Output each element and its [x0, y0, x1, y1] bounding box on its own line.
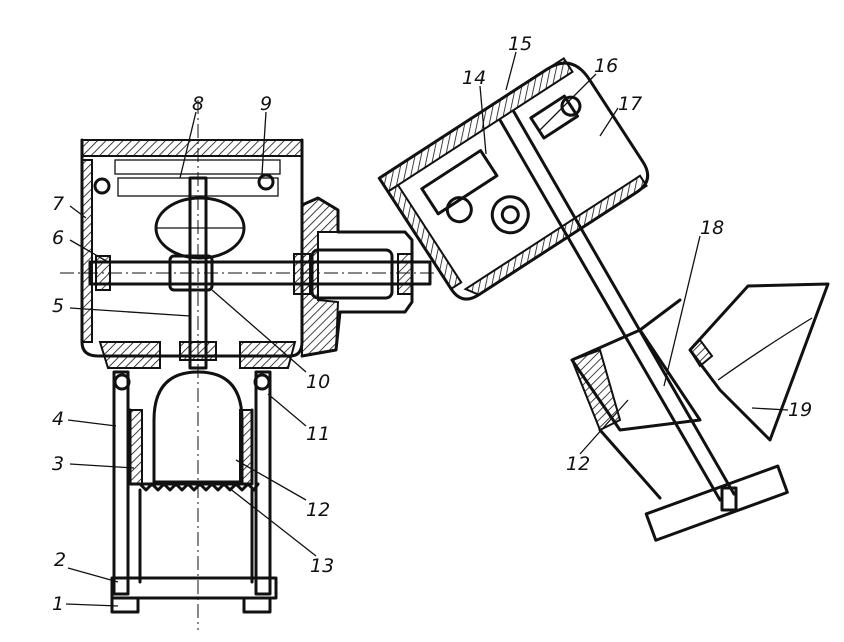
right-section-view	[377, 56, 830, 542]
label-16: 16	[594, 55, 618, 77]
left-section-view	[60, 100, 436, 630]
label-12-left: 12	[306, 499, 330, 521]
label-1: 1	[52, 593, 64, 615]
top-cover	[81, 139, 303, 157]
leader-lines	[65, 51, 789, 607]
label-4: 4	[52, 408, 64, 430]
label-14: 14	[462, 67, 486, 89]
gear-teeth	[138, 482, 260, 492]
roller-right-icon	[257, 173, 275, 191]
guide-column-right	[254, 370, 272, 596]
label-8: 8	[192, 93, 204, 115]
label-17: 17	[618, 93, 642, 115]
foot-left	[110, 596, 140, 614]
gear-housing	[301, 196, 340, 358]
label-12-right: 12	[566, 453, 590, 475]
callout-labels: 1 2 3 4 5 6 7 8 9 10 11 12 13 14 15 16 1…	[52, 33, 812, 615]
label-7: 7	[52, 193, 64, 215]
roller-left-icon	[93, 177, 111, 195]
chute	[688, 282, 830, 442]
label-11: 11	[306, 423, 330, 445]
label-10: 10	[306, 371, 330, 393]
guide-column-left	[112, 370, 130, 596]
label-15: 15	[508, 33, 532, 55]
housing-body	[80, 138, 414, 358]
cylinder-liner-right	[239, 409, 253, 485]
label-2: 2	[54, 549, 66, 571]
head-plate	[644, 464, 789, 542]
cylinder-liner-left	[129, 409, 143, 485]
label-13: 13	[310, 555, 334, 577]
label-9: 9	[260, 93, 272, 115]
base-plate	[110, 576, 278, 600]
foot-right	[242, 596, 272, 614]
label-3: 3	[52, 453, 64, 475]
label-6: 6	[52, 227, 64, 249]
inclined-rod	[498, 118, 722, 502]
label-5: 5	[52, 295, 64, 317]
label-19: 19	[788, 399, 812, 421]
inclined-gear-icon	[490, 195, 530, 235]
label-18: 18	[700, 217, 724, 239]
inclined-housing	[377, 61, 650, 301]
